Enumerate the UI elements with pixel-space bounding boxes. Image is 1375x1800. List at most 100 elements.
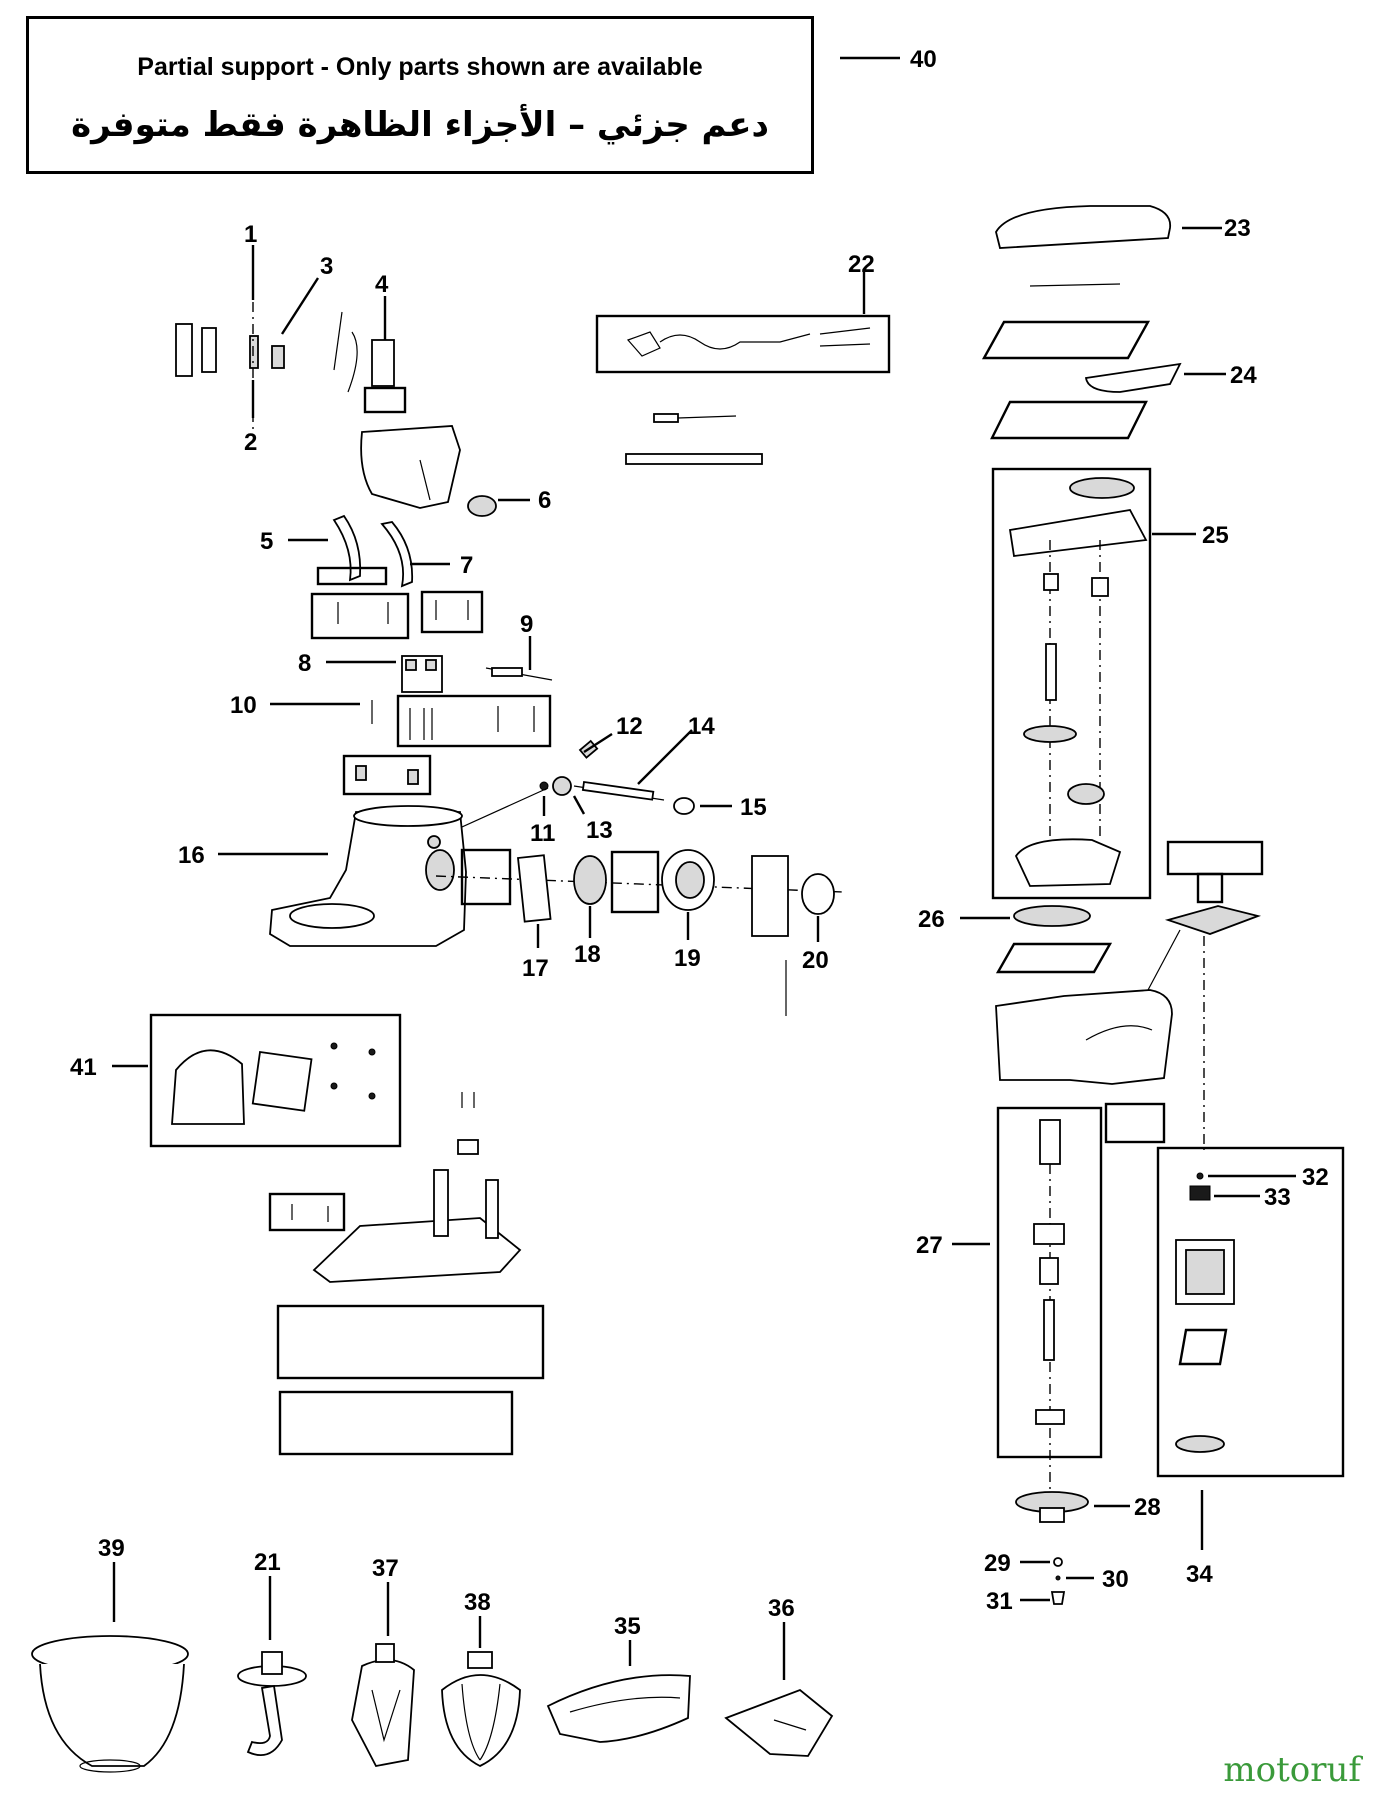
callout-26: 26 (918, 906, 1010, 933)
callout-number-33: 33 (1264, 1184, 1291, 1211)
callout-number-13: 13 (586, 817, 613, 844)
power-cord-part (595, 314, 891, 465)
callout-10: 10 (230, 692, 360, 719)
callout-9: 9 (520, 611, 533, 670)
callout-23: 23 (1182, 215, 1251, 242)
callout-11: 11 (530, 796, 555, 847)
callout-number-35: 35 (614, 1613, 641, 1640)
callout-12: 12 (583, 713, 643, 754)
callout-4: 4 (375, 271, 389, 340)
callout-number-24: 24 (1230, 362, 1257, 389)
callout-30: 30 (1066, 1566, 1129, 1593)
callout-number-2: 2 (244, 429, 257, 456)
callout-number-11: 11 (530, 820, 555, 847)
callout-number-26: 26 (918, 906, 945, 933)
callout-37: 37 (372, 1555, 399, 1636)
callout-36: 36 (768, 1595, 795, 1680)
callout-number-5: 5 (260, 528, 273, 555)
top-cover-part (981, 205, 1182, 440)
mixing-bowl-part (31, 1635, 189, 1773)
callout-29: 29 (984, 1550, 1050, 1577)
callout-number-20: 20 (802, 947, 829, 974)
callout-number-30: 30 (1102, 1566, 1129, 1593)
callout-19: 19 (674, 912, 701, 972)
dough-hook-part (237, 1651, 307, 1756)
callout-number-32: 32 (1302, 1164, 1329, 1191)
notice-arabic-text: دعم جزئي – الأجزاء الظاهرة فقط متوفرة (71, 105, 769, 145)
hinge-arms-group (310, 514, 484, 640)
callout-number-18: 18 (574, 941, 601, 968)
callout-41: 41 (70, 1054, 148, 1081)
motor-assembly-part (1156, 1146, 1345, 1478)
callout-number-22: 22 (848, 251, 875, 278)
watermark-logo: motoruf (1223, 1750, 1361, 1790)
callout-14: 14 (637, 713, 715, 785)
gearbox-assembly-part (991, 467, 1152, 900)
callout-39: 39 (98, 1535, 125, 1622)
pouring-shield-part (546, 1674, 691, 1743)
callout-34: 34 (1186, 1490, 1213, 1588)
chute-part (724, 1688, 834, 1757)
callout-number-16: 16 (178, 842, 205, 869)
callout-20: 20 (802, 916, 829, 974)
callout-number-34: 34 (1186, 1561, 1213, 1588)
availability-notice-box: Partial support - Only parts shown are a… (26, 16, 814, 174)
control-parts-group (435, 848, 843, 1016)
callout-8: 8 (298, 650, 396, 677)
callout-number-6: 6 (538, 487, 551, 514)
callout-number-27: 27 (916, 1232, 943, 1259)
callout-35: 35 (614, 1613, 641, 1666)
hardware-kit-part (149, 1013, 402, 1148)
latch-assembly-group (342, 655, 553, 796)
bottom-hub-part (1015, 1491, 1089, 1605)
callout-number-41: 41 (70, 1054, 97, 1081)
head-cover-part (360, 425, 497, 517)
callout-number-25: 25 (1202, 522, 1229, 549)
base-housing-part (269, 805, 467, 947)
callout-21: 21 (254, 1549, 281, 1640)
callout-13: 13 (572, 795, 613, 844)
planetary-shaft-part (996, 1106, 1103, 1510)
callout-38: 38 (464, 1589, 491, 1648)
callout-28: 28 (1094, 1494, 1161, 1521)
callout-number-40: 40 (910, 46, 937, 73)
callout-number-9: 9 (520, 611, 533, 638)
callout-7: 7 (410, 552, 473, 579)
ring-gear-part (995, 840, 1264, 974)
callout-number-38: 38 (464, 1589, 491, 1616)
callout-22: 22 (848, 251, 875, 314)
callout-number-4: 4 (375, 271, 389, 298)
callout-number-23: 23 (1224, 215, 1251, 242)
callout-number-8: 8 (298, 650, 311, 677)
callout-16: 16 (178, 842, 328, 869)
callout-number-21: 21 (254, 1549, 281, 1576)
callout-6: 6 (498, 487, 551, 514)
callout-number-7: 7 (460, 552, 473, 579)
callout-number-15: 15 (740, 794, 767, 821)
callout-number-17: 17 (522, 955, 549, 982)
callout-33: 33 (1214, 1184, 1291, 1211)
callout-number-14: 14 (688, 713, 715, 740)
gear-housing-part (995, 929, 1205, 1150)
callout-40: 40 (840, 46, 937, 73)
wire-whisk-part (441, 1651, 521, 1768)
callout-number-1: 1 (244, 221, 257, 248)
callout-number-3: 3 (320, 253, 333, 280)
callout-number-28: 28 (1134, 1494, 1161, 1521)
callout-number-39: 39 (98, 1535, 125, 1562)
switch-parts-group (175, 258, 407, 430)
callout-27: 27 (916, 1232, 990, 1259)
callout-number-37: 37 (372, 1555, 399, 1582)
callout-2: 2 (244, 380, 257, 456)
callout-18: 18 (574, 906, 601, 968)
callout-17: 17 (522, 924, 549, 982)
callout-number-29: 29 (984, 1550, 1011, 1577)
watermark-text: motoruf (1223, 1750, 1361, 1790)
notice-english-text: Partial support - Only parts shown are a… (137, 53, 703, 81)
callout-5: 5 (260, 528, 328, 555)
callout-number-19: 19 (674, 945, 701, 972)
base-plate-part (268, 1092, 545, 1456)
callout-number-10: 10 (230, 692, 257, 719)
callout-15: 15 (700, 794, 767, 821)
